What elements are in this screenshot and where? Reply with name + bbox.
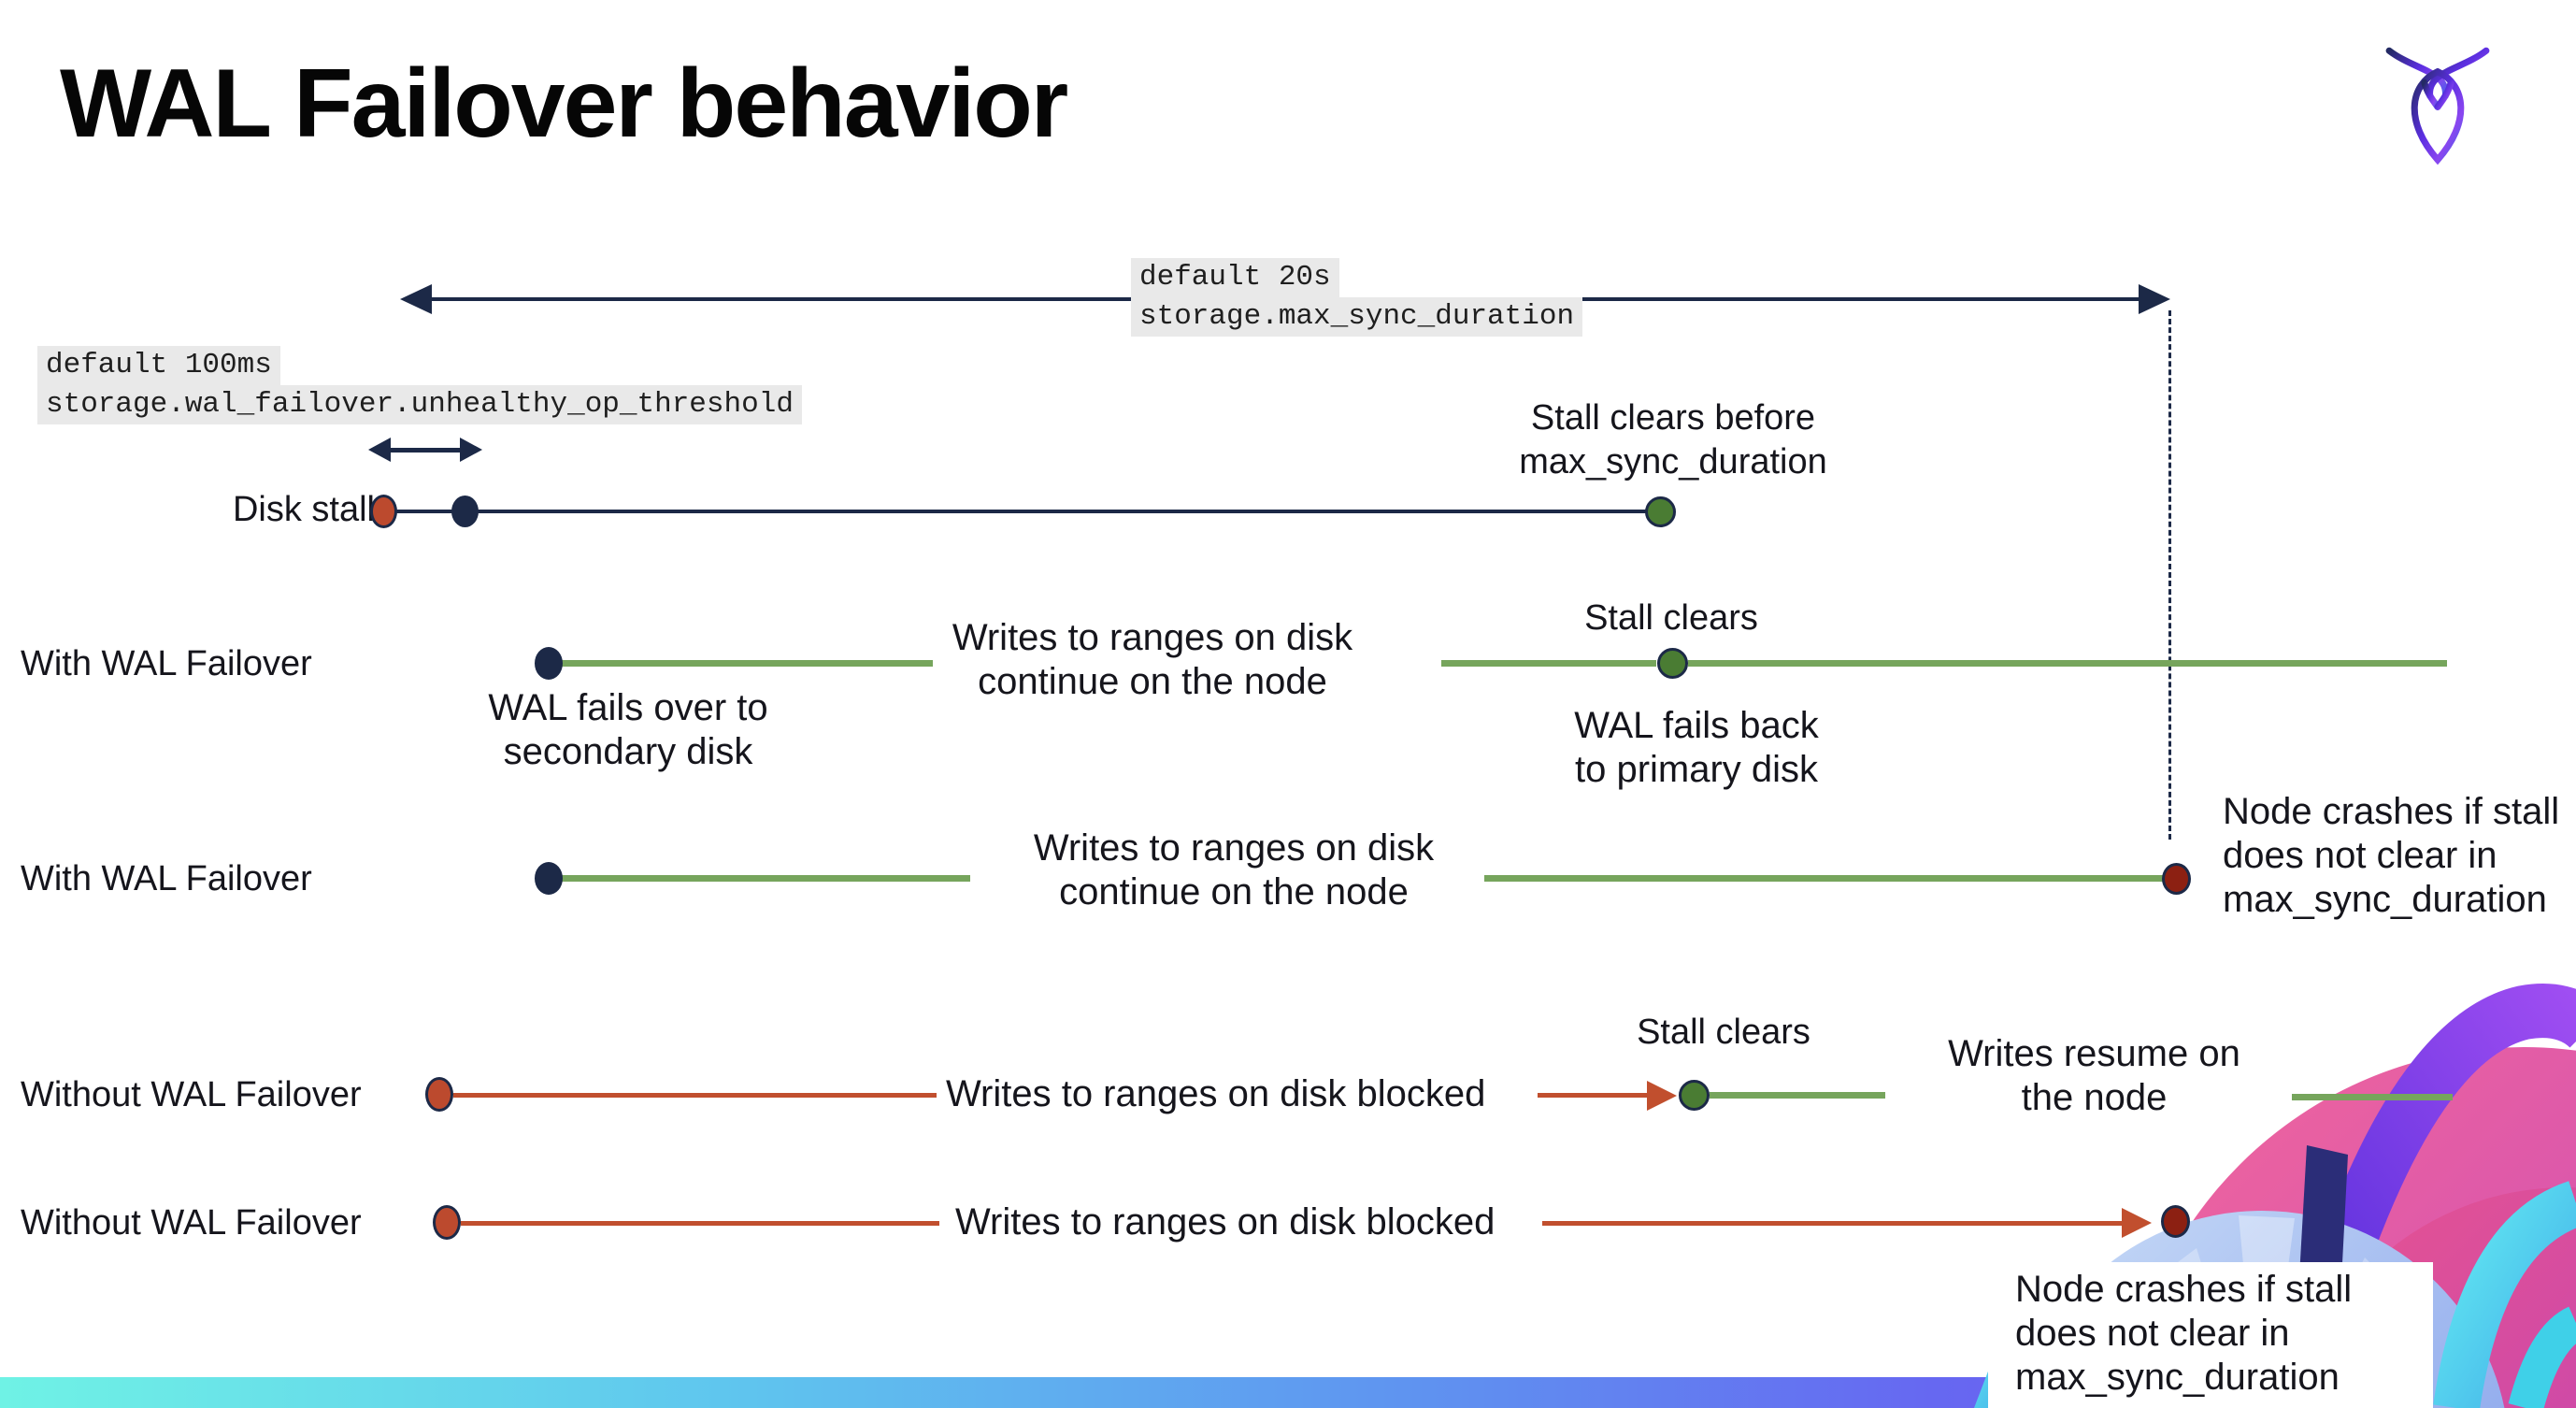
stall-start-dot: [433, 1205, 461, 1240]
arrowhead-right-icon: [2139, 284, 2170, 314]
threshold-reached-dot: [451, 496, 479, 527]
timeline-row1-line: [383, 510, 1654, 513]
timeline-row2-green-segment: [562, 660, 933, 667]
node-crash-dot: [2161, 1205, 2190, 1238]
row-label-without-wal-failover: Without WAL Failover: [21, 1075, 362, 1114]
max-sync-setting-label: storage.max_sync_duration: [1131, 297, 1583, 337]
note-line: WAL fails back: [1574, 705, 1819, 746]
note-line: continue on the node: [978, 661, 1327, 702]
red-arrowhead-icon: [1647, 1081, 1677, 1111]
note-line: to primary disk: [1574, 749, 1819, 790]
arrowhead-right-icon: [460, 438, 482, 462]
page-title: WAL Failover behavior: [60, 50, 1068, 158]
timeline-row4-green-segment: [2292, 1094, 2453, 1100]
row1-note: Stall clears before max_sync_duration: [1514, 396, 1832, 484]
failover-dot: [535, 862, 563, 895]
note-line: continue on the node: [1059, 871, 1409, 912]
stall-start-dot: [425, 1077, 453, 1112]
timeline-row2-green-segment: [1441, 660, 1656, 667]
timeline-row4-red-segment: [1538, 1093, 1659, 1098]
note-line: the node: [2021, 1077, 2168, 1118]
timeline-row4-red-segment: [453, 1093, 937, 1098]
threshold-span-line: [385, 448, 465, 453]
row3-writes-note: Writes to ranges on disk continue on the…: [1019, 826, 1449, 914]
row4-stall-clears-note: Stall clears: [1637, 1013, 1810, 1052]
max-sync-default-label: default 20s: [1131, 258, 1339, 297]
note-line: max_sync_duration: [1519, 442, 1827, 481]
row2-stall-clears-note: Stall clears: [1584, 598, 1758, 638]
arrowhead-left-icon: [400, 284, 432, 314]
note-line: Node crashes if stall: [2015, 1269, 2353, 1310]
note-line: secondary disk: [503, 731, 753, 772]
row5-crash-note: Node crashes if stall does not clear in …: [2015, 1268, 2352, 1400]
timeline-row4-green-segment: [1710, 1092, 1885, 1099]
note-line: Writes to ranges on disk: [952, 617, 1353, 658]
threshold-setting-label: storage.wal_failover.unhealthy_op_thresh…: [37, 385, 802, 424]
arrowhead-left-icon: [368, 438, 391, 462]
note-line: does not clear in: [2223, 835, 2497, 876]
timeline-row3-green-segment: [1484, 875, 2163, 882]
note-line: Node crashes if stall: [2223, 791, 2560, 832]
stall-clears-dot: [1657, 648, 1688, 679]
note-line: max_sync_duration: [2223, 879, 2547, 920]
row5-blocked-note: Writes to ranges on disk blocked: [955, 1201, 1496, 1243]
node-crash-dot: [2162, 863, 2191, 895]
row-label-disk-stalls: Disk stalls: [232, 490, 393, 529]
timeline-row5-red-segment: [461, 1221, 939, 1226]
note-line: max_sync_duration: [2015, 1357, 2340, 1398]
row2-failback-note: WAL fails back to primary disk: [1538, 704, 1855, 792]
failover-dot: [535, 647, 563, 680]
crash-note-box: [1988, 1262, 2433, 1408]
max-sync-deadline-dashed-line: [2168, 310, 2171, 840]
timeline-row3-green-segment: [562, 875, 970, 882]
row3-crash-note: Node crashes if stall does not clear in …: [2223, 790, 2559, 922]
stall-clears-dot: [1645, 496, 1676, 527]
stall-clears-dot: [1679, 1080, 1710, 1111]
note-line: Writes to ranges on disk: [1033, 827, 1435, 869]
note-line: Stall clears before: [1530, 398, 1816, 438]
row4-blocked-note: Writes to ranges on disk blocked: [946, 1073, 1486, 1114]
timeline-row5-red-segment: [1542, 1221, 2124, 1226]
note-line: Writes resume on: [1948, 1033, 2240, 1074]
threshold-default-label: default 100ms: [37, 346, 280, 385]
note-line: WAL fails over to: [488, 687, 768, 728]
row2-writes-note: Writes to ranges on disk continue on the…: [942, 616, 1363, 704]
red-arrowhead-icon: [2122, 1208, 2152, 1238]
note-line: does not clear in: [2015, 1313, 2290, 1354]
row-label-with-wal-failover: With WAL Failover: [21, 859, 312, 898]
row-label-without-wal-failover: Without WAL Failover: [21, 1203, 362, 1243]
timeline-row2-green-segment: [1688, 660, 2447, 667]
cockroachdb-logo-icon: [2385, 47, 2490, 165]
row-label-with-wal-failover: With WAL Failover: [21, 644, 312, 683]
row4-resume-note: Writes resume on the node: [1933, 1032, 2255, 1120]
stall-start-dot: [370, 495, 397, 528]
row2-failover-note: WAL fails over to secondary disk: [465, 686, 792, 774]
